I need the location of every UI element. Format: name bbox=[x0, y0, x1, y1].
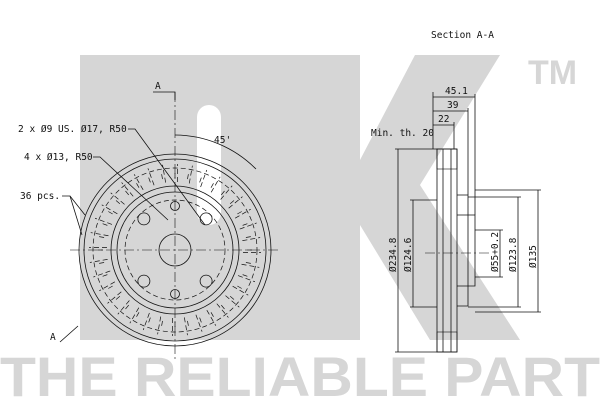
vane-mark bbox=[96, 235, 105, 238]
vane-mark bbox=[110, 192, 125, 205]
vane-mark bbox=[113, 198, 121, 204]
vane-mark bbox=[210, 180, 216, 188]
vane-mark bbox=[237, 275, 256, 283]
vane-mark bbox=[242, 237, 261, 241]
vane-mark bbox=[121, 182, 134, 197]
vane-mark bbox=[123, 188, 129, 196]
vane-mark bbox=[199, 174, 203, 183]
callout-vane-count: 36 pcs. bbox=[20, 191, 60, 202]
vane-mark bbox=[232, 285, 249, 296]
vane-mark bbox=[101, 204, 118, 215]
section-marker-top: A bbox=[155, 81, 161, 92]
vane-mark bbox=[90, 232, 109, 237]
vane-mark bbox=[242, 222, 251, 226]
vane-mark bbox=[210, 176, 221, 193]
vane-mark bbox=[157, 316, 162, 335]
vane-mark bbox=[225, 295, 240, 308]
vane-mark bbox=[107, 291, 122, 304]
vane-mark bbox=[134, 312, 140, 320]
dim-39: 39 bbox=[447, 100, 459, 111]
bolt-hole bbox=[137, 212, 151, 226]
vane-mark bbox=[93, 270, 111, 278]
vane-mark bbox=[195, 314, 203, 332]
vane-mark bbox=[160, 171, 163, 180]
vane-mark bbox=[133, 174, 144, 191]
callout-vent-holes: 2 x Ø9 US. Ø17, R50 bbox=[18, 124, 127, 135]
vane-mark bbox=[184, 317, 188, 336]
bolt-hole bbox=[199, 274, 213, 288]
vane-mark bbox=[123, 304, 129, 312]
vane-mark bbox=[94, 217, 113, 225]
vane-mark bbox=[241, 263, 260, 268]
vane-mark bbox=[239, 222, 257, 230]
vane-mark bbox=[99, 281, 116, 292]
dim-45-1: 45.1 bbox=[445, 86, 468, 97]
vane-mark bbox=[221, 304, 227, 312]
vane-mark bbox=[242, 274, 251, 278]
section-view: Section A-A Min. th. 20 45.1 39 22 Ø234.… bbox=[371, 30, 541, 353]
nk-logo-watermark: TM THE RELIABLE PART bbox=[0, 54, 600, 400]
vane-mark bbox=[210, 312, 216, 320]
callout-bolt-holes: 4 x Ø13, R50 bbox=[24, 152, 93, 163]
vane-mark bbox=[134, 180, 140, 188]
angle-label: 45' bbox=[214, 135, 231, 146]
vane-mark bbox=[221, 188, 227, 196]
vane-mark bbox=[228, 196, 243, 209]
vane-mark bbox=[245, 235, 254, 238]
vane-mark bbox=[234, 208, 251, 219]
front-view: A A 45' 2 x Ø9 US. Ø17, R50 4 x Ø13, R50… bbox=[18, 81, 280, 360]
vane-mark bbox=[147, 168, 155, 186]
min-thickness-label: Min. th. 20 bbox=[371, 128, 434, 139]
vane-mark bbox=[188, 165, 193, 184]
section-title: Section A-A bbox=[431, 30, 494, 41]
vane-mark bbox=[237, 209, 245, 215]
dim-22: 22 bbox=[438, 114, 449, 125]
dim-135: Ø135 bbox=[528, 245, 539, 268]
vane-mark bbox=[105, 209, 113, 215]
dim-234-8: Ø234.8 bbox=[388, 237, 399, 272]
vane-mark bbox=[89, 259, 108, 263]
vane-mark bbox=[187, 320, 190, 329]
bolt-hole bbox=[137, 274, 151, 288]
vane-mark bbox=[245, 262, 254, 265]
vane-mark bbox=[113, 296, 121, 302]
trademark-mark: TM bbox=[528, 54, 577, 92]
vane-mark bbox=[142, 312, 150, 331]
vane-mark bbox=[99, 274, 108, 278]
vane-mark bbox=[96, 262, 105, 265]
dim-124-6: Ø124.6 bbox=[403, 237, 414, 272]
vane-mark bbox=[200, 169, 208, 188]
vane-mark bbox=[187, 171, 190, 180]
vane-mark bbox=[199, 317, 203, 326]
dim-55: Ø55+0.2 bbox=[490, 232, 501, 272]
vane-mark bbox=[99, 222, 108, 226]
dim-123-8: Ø123.8 bbox=[508, 237, 519, 272]
vane-mark bbox=[129, 307, 140, 324]
vane-mark bbox=[147, 174, 151, 183]
vane-mark bbox=[229, 198, 237, 204]
vane-mark bbox=[117, 300, 130, 315]
vane-mark bbox=[220, 185, 233, 200]
vane-mark bbox=[162, 164, 166, 183]
vane-mark bbox=[216, 303, 229, 318]
vane-mark bbox=[229, 296, 237, 302]
section-marker-bottom: A bbox=[50, 332, 56, 343]
vane-mark bbox=[237, 285, 245, 291]
vane-mark bbox=[206, 309, 217, 326]
vane-mark bbox=[160, 320, 163, 329]
vane-mark bbox=[147, 317, 151, 326]
vane-mark bbox=[105, 285, 113, 291]
slogan-watermark: THE RELIABLE PART bbox=[0, 345, 600, 400]
cooling-vanes bbox=[89, 164, 261, 336]
